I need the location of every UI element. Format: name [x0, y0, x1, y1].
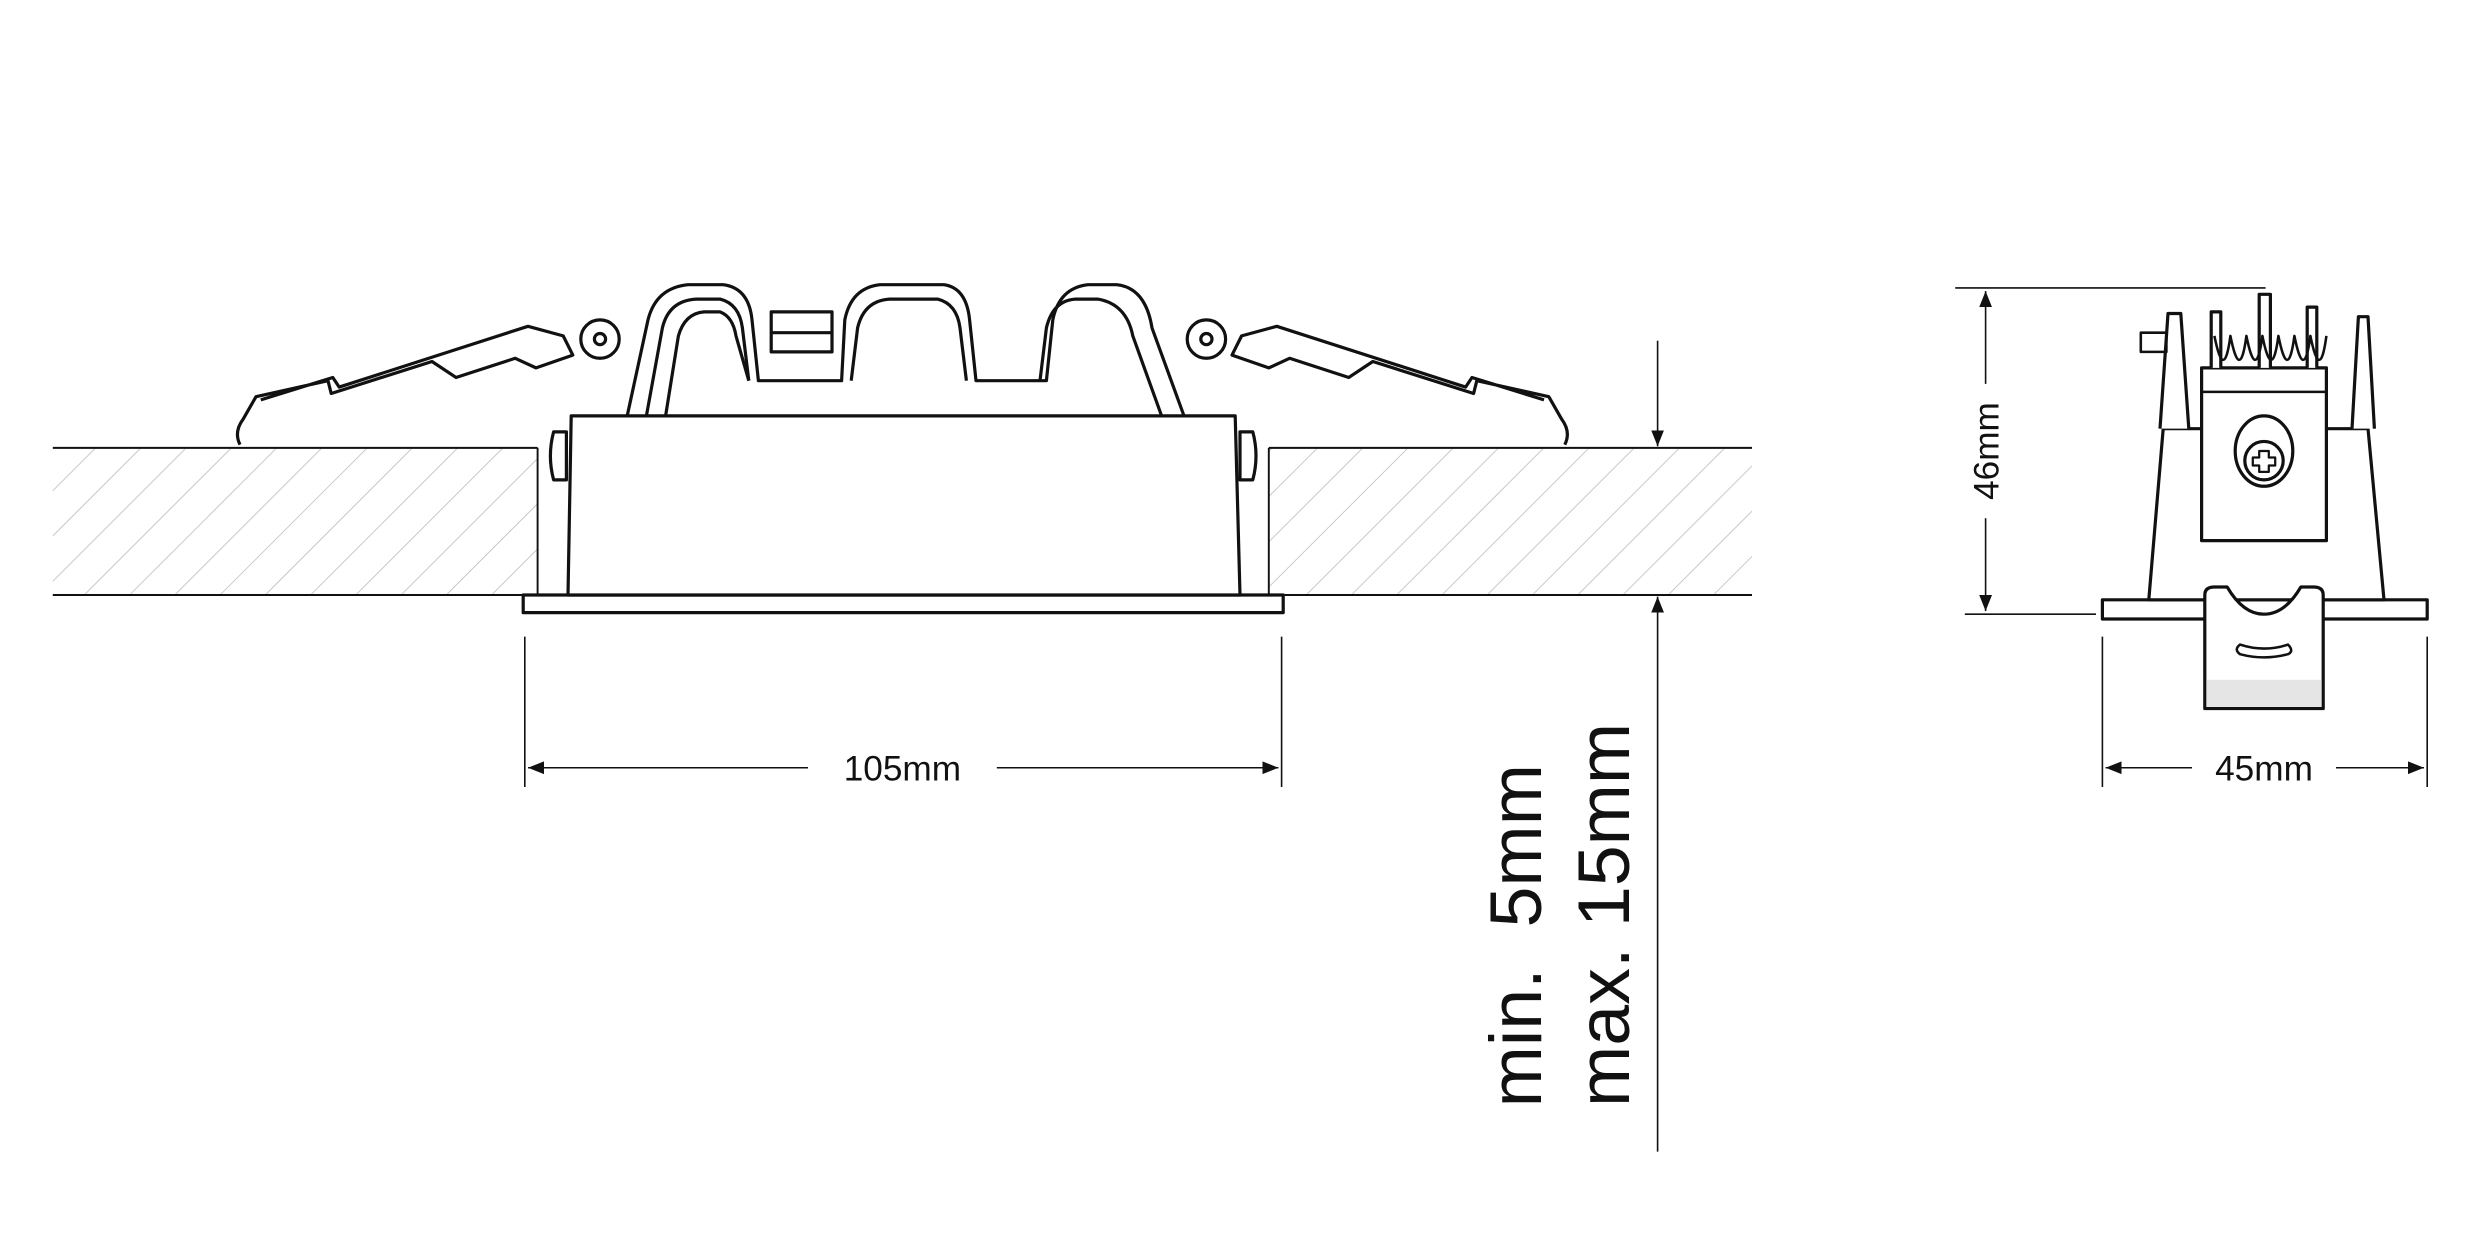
width-label: 105mm [844, 750, 961, 789]
side-height-dimension [1955, 287, 2266, 616]
luminaire-side-view [2100, 292, 2429, 711]
side-width-label: 45mm [2215, 750, 2313, 789]
luminaire-front-view [235, 283, 1569, 615]
side-width-dimension [2101, 636, 2428, 787]
width-dimension [524, 636, 1283, 787]
depth-max-label: max. 15mm [1562, 723, 1645, 1107]
side-height-label: 46mm [1967, 402, 2006, 500]
ceiling-section [52, 446, 1752, 596]
depth-min-label: min. 5mm [1474, 764, 1557, 1107]
